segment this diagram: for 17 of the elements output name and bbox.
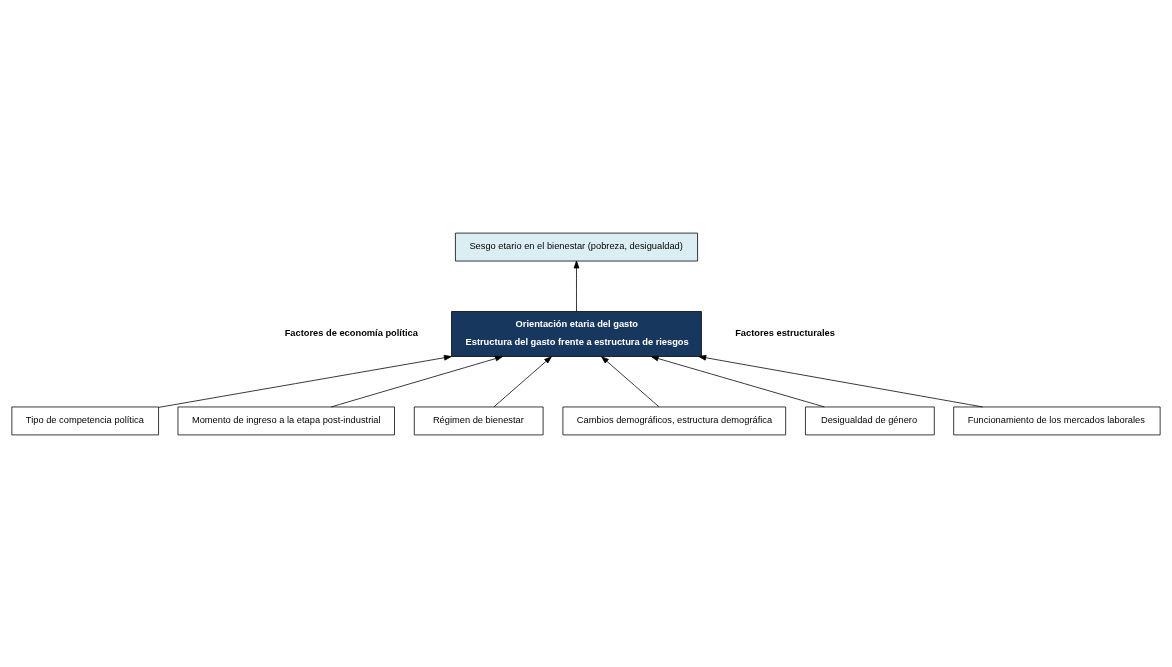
node-box: Régimen de bienestar — [413, 406, 544, 435]
arrow — [601, 355, 660, 407]
node-box: Cambios demográficos, estructura demográfica — [562, 406, 787, 435]
node-box: Funcionamiento de los mercados laborales — [953, 406, 1161, 435]
arrow — [573, 260, 580, 312]
arrow — [330, 355, 503, 407]
arrow — [493, 355, 552, 407]
node-box: Sesgo etario en el bienestar (pobreza, desigualdad) — [455, 232, 698, 261]
node-box: Desigualdad de género — [805, 406, 935, 435]
arrow — [158, 354, 452, 408]
node-box: Tipo de competencia política — [11, 406, 159, 435]
label: Factores de economía política — [284, 327, 418, 338]
arrow — [650, 355, 825, 407]
node-box: Orientación etaria del gasto Estructura del gasto frente a estructura de riesgos — [451, 310, 702, 357]
label: Factores estructurales — [735, 327, 835, 338]
arrow — [698, 354, 984, 407]
node-box: Momento de ingreso a la etapa post-industrial — [177, 406, 395, 435]
